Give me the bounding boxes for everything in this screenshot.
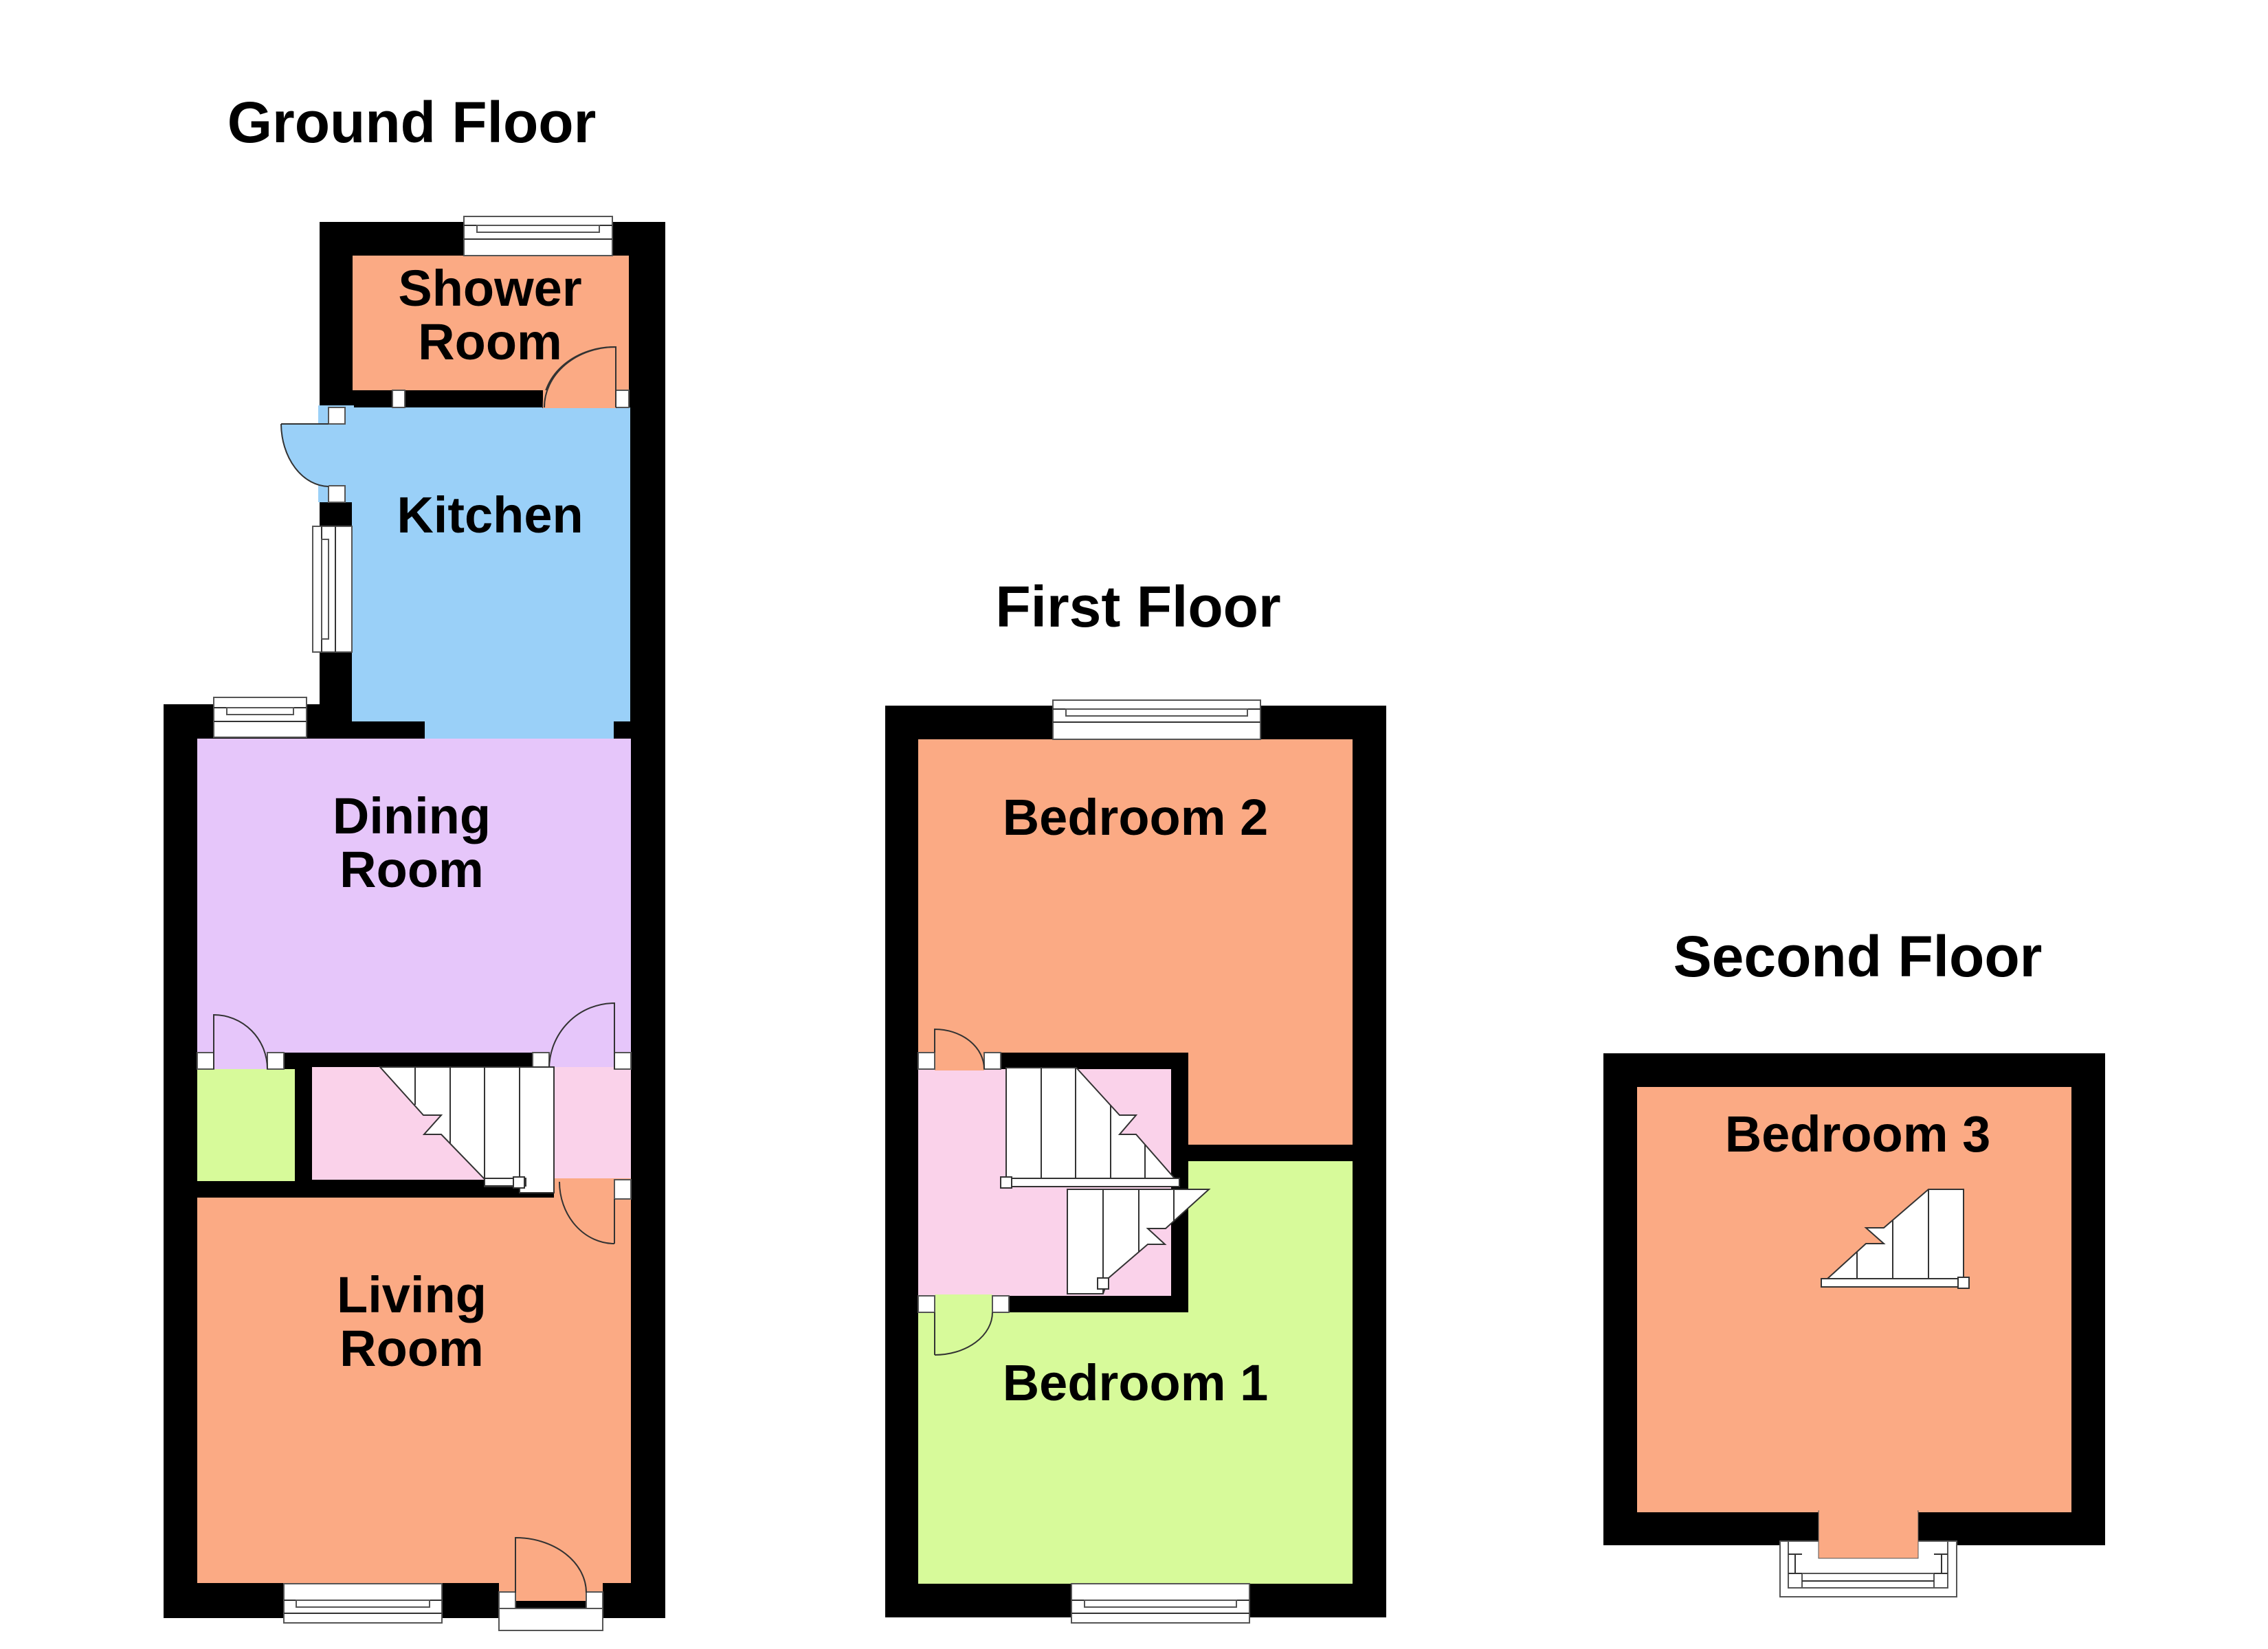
bedroom-1-label: Bedroom 1: [1003, 1354, 1269, 1411]
living-room-floor: [197, 1198, 631, 1583]
kitchen-opening: [425, 720, 614, 739]
kitchen-floor: [352, 407, 630, 721]
kitchen-back-door[interactable]: [280, 407, 346, 503]
dining-room-label: Dining: [333, 787, 491, 844]
living-room-door[interactable]: [559, 1179, 632, 1244]
second-floor-staircase: [1821, 1189, 1970, 1289]
shower-window: [463, 216, 613, 256]
under-stairs-cupboard-floor: [197, 1069, 295, 1181]
dining-window: [213, 697, 307, 738]
bedroom-3-label: Bedroom 3: [1725, 1106, 1991, 1163]
living-room-label-2: Room: [340, 1320, 484, 1377]
bedroom-1-door[interactable]: [918, 1295, 1010, 1356]
shower-room-door[interactable]: [392, 346, 630, 408]
dining-room-label-2: Room: [340, 841, 484, 898]
bedroom-3-dormer-fill: [1819, 1508, 1917, 1514]
living-window: [283, 1583, 443, 1624]
front-door[interactable]: [498, 1536, 603, 1631]
kitchen-label: Kitchen: [397, 486, 583, 543]
first-floor-upper-flight: [1000, 1067, 1180, 1189]
bedroom-2-door[interactable]: [918, 1028, 1001, 1070]
living-room-label: Living: [337, 1266, 487, 1323]
cupboard-door[interactable]: [197, 1013, 285, 1070]
bedroom-2-window: [1052, 699, 1261, 740]
dining-room-floor: [197, 739, 631, 1053]
bedroom-3-floor: [1637, 1087, 2071, 1512]
ground-floor: Ground Floor: [164, 90, 665, 1631]
bedroom-2-door-gap: [935, 1051, 984, 1070]
shower-room-label: Shower: [398, 260, 581, 317]
ground-staircase: [378, 1066, 555, 1193]
first-floor-lower-flight: [1067, 1189, 1211, 1294]
first-floor: First Floor: [885, 574, 1386, 1624]
bedroom-1-door-gap: [935, 1294, 992, 1314]
first-floor-title: First Floor: [995, 574, 1280, 639]
second-floor: Second Floor Bedroom 3: [1603, 924, 2105, 1597]
shower-room-label-2: Room: [418, 313, 562, 370]
bedroom-1-window: [1071, 1583, 1250, 1624]
bedroom-3-dormer: [1818, 1510, 1919, 1559]
ground-floor-title: Ground Floor: [227, 90, 597, 155]
second-floor-title: Second Floor: [1674, 924, 2043, 989]
bedroom-2-label: Bedroom 2: [1003, 789, 1269, 846]
kitchen-window: [312, 526, 353, 653]
